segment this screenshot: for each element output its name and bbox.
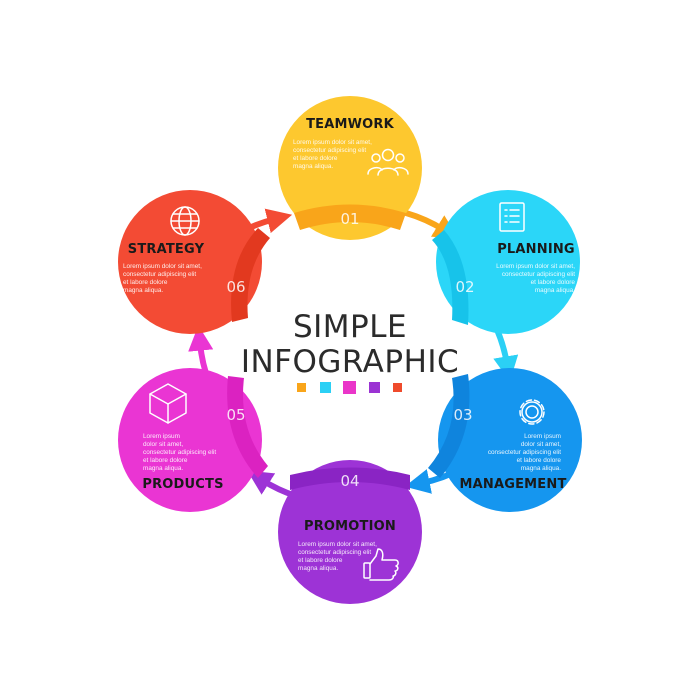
- step-body-line: magna aliqua.: [535, 287, 575, 294]
- step-number: 06: [226, 278, 245, 296]
- color-swatch: [297, 383, 306, 392]
- step-body-line: Lorem ipsum dolor sit amet,: [298, 541, 377, 548]
- step-body-line: dolor sit amet,: [143, 441, 183, 448]
- step-body-line: consectetur adipiscing elit: [123, 271, 196, 278]
- step-body-line: Lorem ipsum: [143, 433, 180, 440]
- team-icon: [367, 148, 409, 176]
- inner-band: [231, 228, 270, 322]
- step-circle: [278, 460, 422, 604]
- inner-band: [428, 374, 470, 478]
- step-circle: [118, 190, 262, 334]
- step-body-line: consectetur adipiscing elit: [298, 549, 371, 556]
- step-body-line: dolor sit amet,: [521, 441, 561, 448]
- step-title: MANAGEMENT: [459, 477, 566, 492]
- step-body-line: consectetur adipiscing elit: [143, 449, 216, 456]
- step-body-line: magna aliqua.: [298, 565, 338, 572]
- ring-arc-1: [403, 210, 459, 240]
- step-body-line: et labore dolore: [123, 279, 168, 286]
- color-swatch: [343, 381, 356, 394]
- step-body-line: magna aliqua.: [521, 465, 561, 472]
- step-number: 03: [453, 406, 472, 424]
- step-strategy: STRATEGY Lorem ipsum dolor sit amet, con…: [118, 190, 270, 334]
- step-products: Lorem ipsum dolor sit amet, consectetur …: [118, 368, 268, 512]
- color-swatch: [320, 382, 331, 393]
- center-title-block: SIMPLE INFOGRAPHIC: [241, 309, 459, 394]
- step-title: PLANNING: [497, 242, 575, 257]
- step-body-line: consectetur adipiscing elit: [293, 147, 366, 154]
- step-title: TEAMWORK: [306, 117, 395, 132]
- step-body-line: et labore dolore: [517, 457, 562, 464]
- step-body-line: et labore dolore: [143, 457, 188, 464]
- step-body-line: Lorem ipsum dolor sit amet,: [496, 263, 575, 270]
- checklist-icon: [499, 202, 525, 232]
- color-swatch: [369, 382, 380, 393]
- step-management: Lorem ipsum dolor sit amet, consectetur …: [428, 368, 582, 512]
- step-body-line: consectetur adipiscing elit: [488, 449, 561, 456]
- step-body-line: magna aliqua.: [293, 163, 333, 170]
- step-body-line: et labore dolore: [531, 279, 576, 286]
- step-title: PRODUCTS: [142, 477, 223, 492]
- step-title: STRATEGY: [128, 242, 205, 257]
- step-title: PROMOTION: [304, 519, 396, 534]
- step-body-line: magna aliqua.: [143, 465, 183, 472]
- step-body-line: consectetur adipiscing elit: [502, 271, 575, 278]
- step-circle: [438, 368, 582, 512]
- step-teamwork: TEAMWORK Lorem ipsum dolor sit amet, con…: [278, 96, 422, 240]
- center-title-line1: SIMPLE: [293, 309, 407, 345]
- step-body-line: magna aliqua.: [123, 287, 163, 294]
- step-planning: PLANNING Lorem ipsum dolor sit amet, con…: [432, 190, 580, 334]
- step-body-line: et labore dolore: [293, 155, 338, 162]
- step-body-line: et labore dolore: [298, 557, 343, 564]
- step-number: 04: [340, 472, 359, 490]
- step-body-line: Lorem ipsum: [524, 433, 561, 440]
- step-circle: [278, 96, 422, 240]
- step-promotion: 04 PROMOTION Lorem ipsum dolor sit amet,…: [278, 460, 422, 604]
- step-number: 02: [455, 278, 474, 296]
- step-body-line: Lorem ipsum dolor sit amet,: [123, 263, 202, 270]
- thumbs-up-icon: [363, 548, 399, 581]
- inner-band: [432, 230, 469, 325]
- center-title-line2: INFOGRAPHIC: [241, 344, 459, 380]
- inner-band: [227, 376, 268, 478]
- step-number: 01: [340, 210, 359, 228]
- cube-icon: [149, 383, 187, 424]
- step-circle: [118, 368, 262, 512]
- gear-icon: [519, 399, 545, 425]
- step-circle: [436, 190, 580, 334]
- step-body-line: Lorem ipsum dolor sit amet,: [293, 139, 372, 146]
- step-number: 05: [226, 406, 245, 424]
- inner-band: [290, 467, 410, 490]
- color-swatch: [393, 383, 402, 392]
- inner-band: [294, 204, 406, 230]
- globe-icon: [170, 206, 200, 236]
